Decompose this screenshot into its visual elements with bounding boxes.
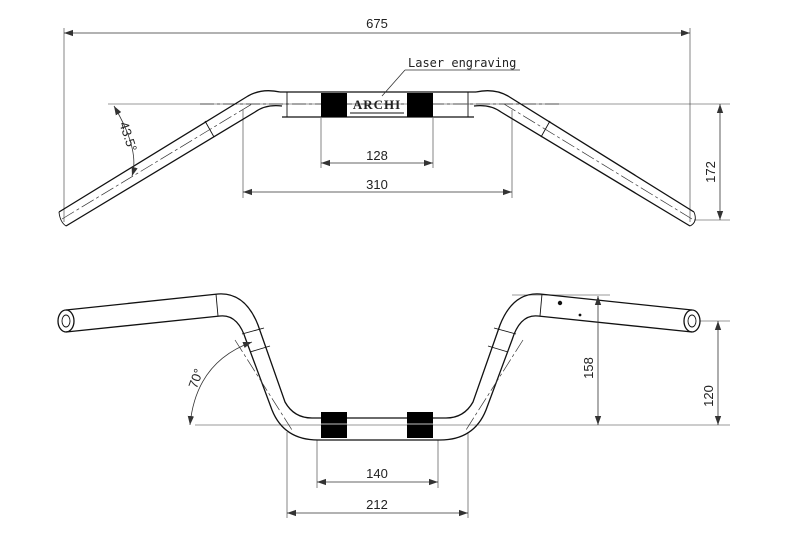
top-center-tube: ARCHI: [280, 91, 476, 118]
front-view: 70° 158 120 140 212: [57, 293, 730, 518]
dim-675-label: 675: [366, 16, 388, 31]
logo-text: ARCHI: [353, 97, 401, 112]
dim-base-width: 212: [287, 497, 468, 517]
dim-212-label: 212: [366, 497, 388, 512]
dim-height-top: 172: [703, 104, 724, 220]
dim-center-width-top: 128: [321, 148, 433, 167]
front-left-side: [57, 293, 319, 441]
top-view: ARCHI Laser engraving 675 128 310 172: [58, 16, 730, 227]
dim-310-label: 310: [366, 177, 388, 192]
dim-158-label: 158: [581, 357, 596, 379]
top-right-arm: [473, 90, 696, 227]
dim-rise-height: 158: [581, 296, 602, 425]
mount-hole-icon: [557, 300, 563, 306]
dim-center-width-front: 140: [317, 466, 438, 486]
top-left-arm: [58, 90, 283, 227]
front-knurl-band-left: [321, 412, 347, 438]
dim-angle-front: 70°: [185, 341, 253, 426]
dim-overall-width: 675: [64, 16, 690, 37]
dim-70-label: 70°: [185, 367, 206, 391]
dim-grip-height: 120: [701, 321, 722, 425]
laser-note: Laser engraving: [381, 56, 520, 97]
dim-43-5-label: 43.5°: [116, 120, 140, 154]
knurl-band-left: [321, 93, 347, 117]
dim-140-label: 140: [366, 466, 388, 481]
front-center-tube: [312, 412, 446, 441]
dim-rise-width: 310: [243, 177, 512, 196]
dim-angle-top: 43.5°: [113, 105, 140, 177]
dim-128-label: 128: [366, 148, 388, 163]
dim-172-label: 172: [703, 161, 718, 183]
front-knurl-band-right: [407, 412, 433, 438]
laser-note-text: Laser engraving: [408, 56, 516, 70]
knurl-band-right: [407, 93, 433, 117]
dim-120-label: 120: [701, 385, 716, 407]
front-right-side: [439, 293, 701, 441]
